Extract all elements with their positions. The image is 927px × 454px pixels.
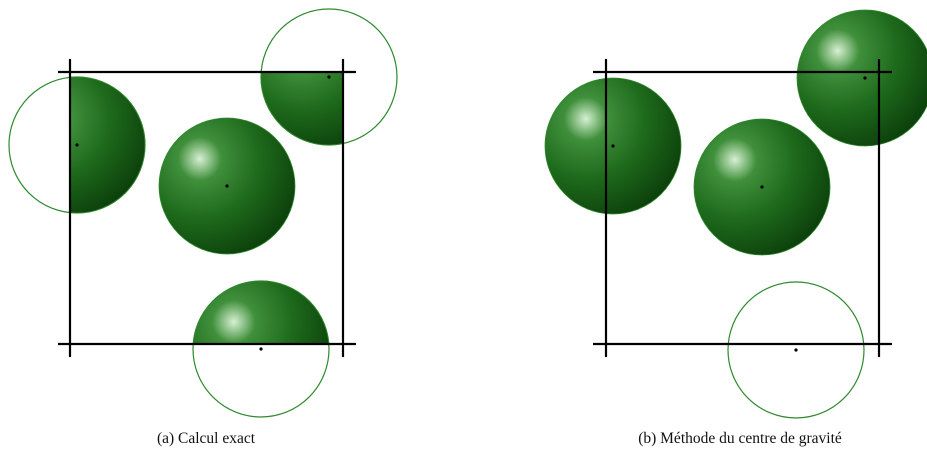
sphere-top-right-clipped — [260, 72, 343, 146]
sphere-outline-bottom-excluded — [727, 281, 865, 419]
caption-b: (b) Méthode du centre de gravité — [638, 430, 842, 447]
sphere-left-clipped — [70, 76, 146, 214]
center-dot-middle — [225, 184, 229, 188]
sphere-bottom-clipped — [192, 280, 330, 344]
caption-a: (a) Calcul exact — [157, 430, 256, 447]
panel-b-center-of-gravity: (b) Méthode du centre de gravité — [544, 9, 927, 447]
center-dot-left — [75, 143, 79, 147]
sphere-top-right-full — [796, 9, 927, 147]
center-dot-middle-b — [760, 185, 764, 189]
center-dot-top-right-b — [863, 76, 867, 80]
center-dot-left-b — [611, 144, 615, 148]
panel-a-exact: (a) Calcul exact — [8, 8, 398, 447]
center-dot-bottom — [259, 347, 263, 351]
center-dot-bottom-b — [794, 348, 798, 352]
center-dot-top-right — [327, 75, 331, 79]
